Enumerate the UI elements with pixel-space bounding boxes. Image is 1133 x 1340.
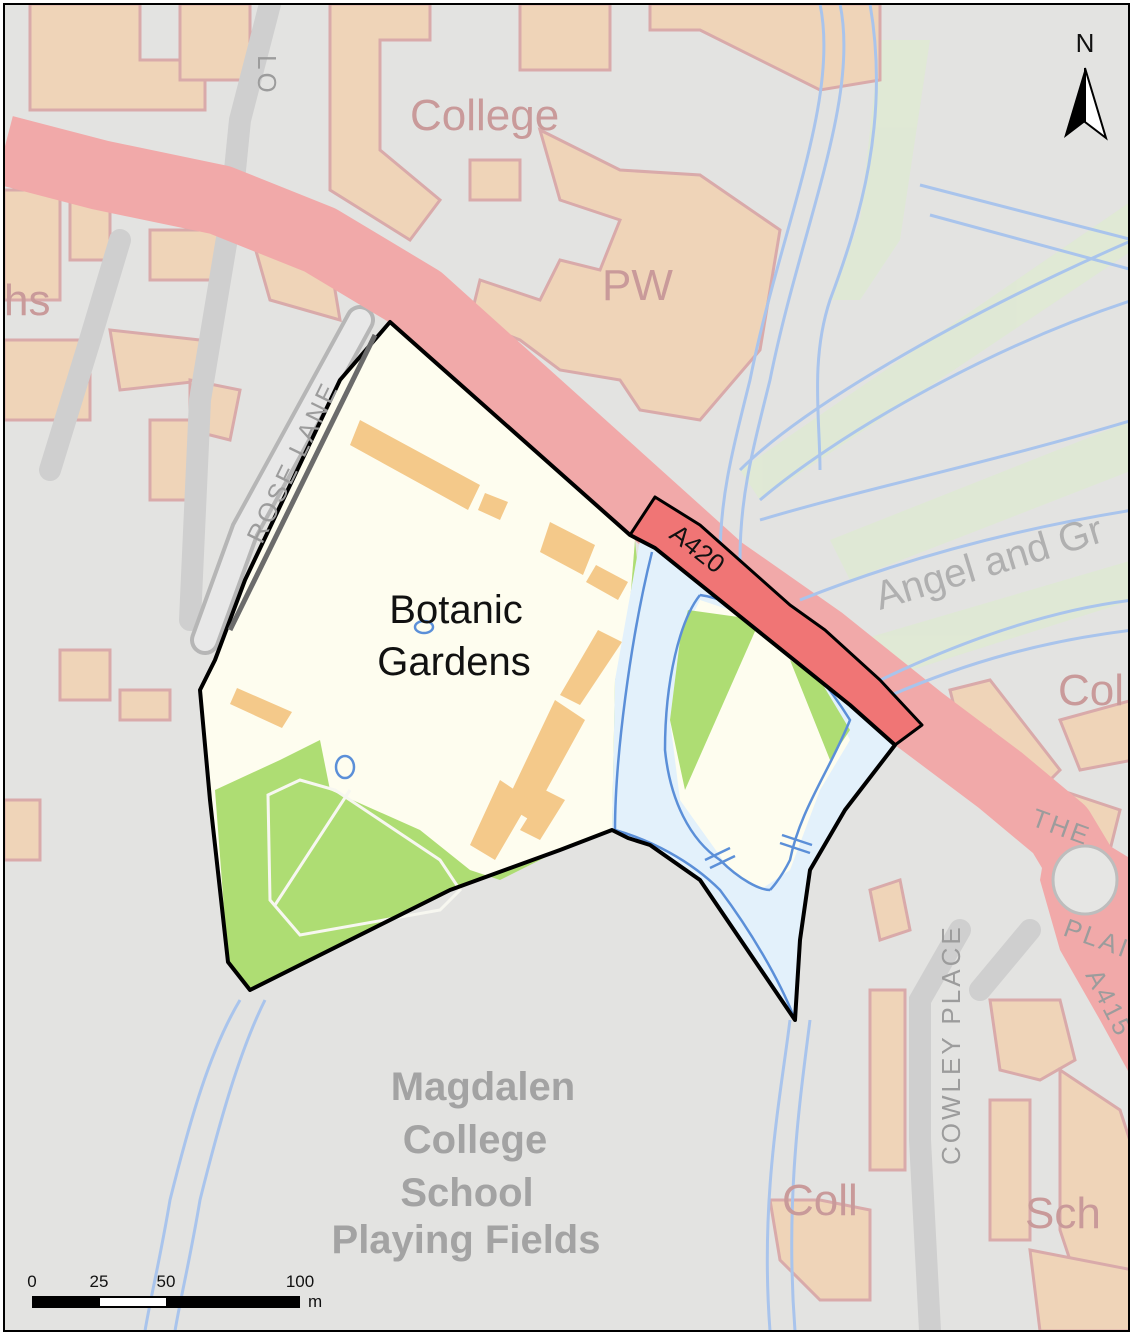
label-lo: LO: [252, 55, 282, 96]
label-col: Col: [1058, 666, 1124, 715]
meadow-green-right: [790, 660, 850, 760]
scale-bar-segment: [100, 1298, 166, 1306]
buildings: [4, 4, 1129, 1331]
north-label: N: [1076, 28, 1095, 58]
green-strips: [740, 40, 1129, 680]
scale-tick-0: 0: [27, 1272, 36, 1291]
map-layers: College PW hs LO ROSE LANE Angel and Gr …: [4, 4, 1129, 1331]
label-magdalen-3: School: [400, 1171, 533, 1215]
label-pw: PW: [602, 261, 673, 310]
scale-bar: 0 25 50 100 m: [27, 1272, 322, 1311]
meadow-streams: [613, 551, 852, 1021]
rose-lane-road-inner: [194, 309, 371, 651]
site-name-line1: Botanic: [389, 588, 522, 632]
meadow-green-left: [670, 610, 760, 790]
roundabout-island: [1051, 844, 1119, 916]
pond: [334, 754, 356, 780]
label-college-top: College: [410, 91, 559, 140]
label-sch: Sch: [1025, 1189, 1101, 1238]
river-channels: [143, 4, 1129, 1331]
scale-tick-100: 100: [286, 1272, 314, 1291]
site-name-line2: Gardens: [377, 640, 530, 684]
pond-small: [413, 619, 435, 635]
rose-lane-edge: [227, 333, 378, 632]
scale-unit: m: [308, 1292, 322, 1311]
label-magdalen-1: Magdalen: [391, 1065, 575, 1109]
map-frame: [3, 3, 1130, 1332]
garden-path-diag: [273, 789, 352, 906]
label-hs: hs: [4, 276, 50, 325]
scale-tick-25: 25: [90, 1272, 109, 1291]
lawn-area: [215, 740, 612, 990]
site-boundary: [198, 320, 897, 1022]
label-magdalen-2: College: [403, 1118, 547, 1162]
scale-tick-50: 50: [157, 1272, 176, 1291]
label-cowley-place: COWLEY PLACE: [936, 924, 966, 1165]
label-coll: Coll: [782, 1176, 858, 1225]
garden-path: [266, 778, 462, 937]
north-arrow-icon: N: [1064, 28, 1108, 141]
label-magdalen-4: Playing Fields: [332, 1218, 601, 1262]
garden-buildings: [230, 420, 628, 860]
